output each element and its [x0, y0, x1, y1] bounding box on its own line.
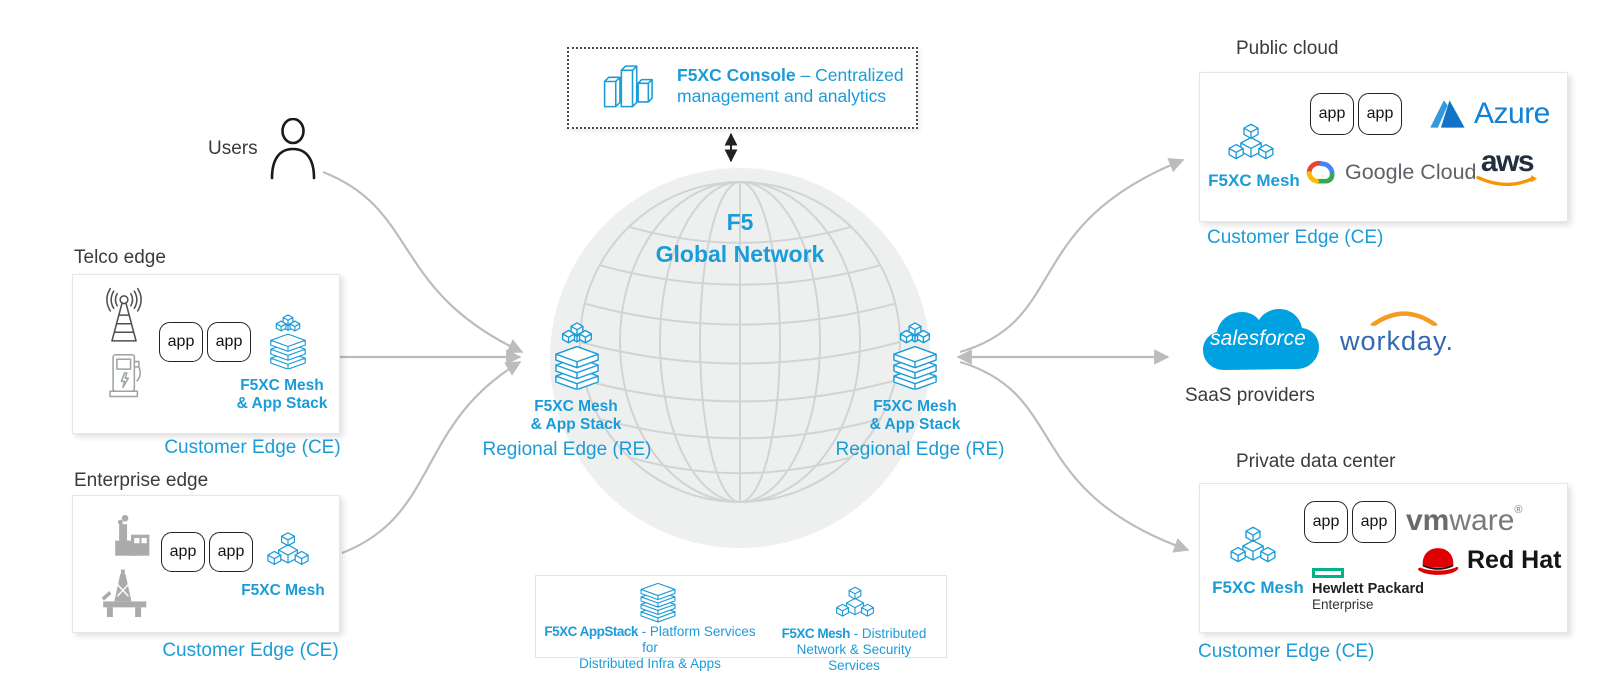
mesh-cubes-icon	[1226, 119, 1276, 167]
customer-edge-label: Customer Edge (CE)	[162, 640, 339, 661]
public-cloud-heading: Public cloud	[1236, 38, 1339, 59]
app-label: app	[1366, 105, 1394, 122]
app-box: app	[209, 532, 253, 572]
legend-box: F5XC AppStack - Platform Services for Di…	[535, 575, 947, 673]
azure-logo: Azure	[1430, 97, 1550, 131]
workday-logo: workday.	[1340, 310, 1472, 357]
re-left-mesh-label: F5XC Mesh & App Stack	[530, 398, 622, 433]
console-title-line1: F5XC Console – Centralized	[677, 65, 904, 85]
redhat-fedora-icon	[1416, 544, 1460, 577]
app-label: app	[1360, 513, 1388, 530]
arrow-users-to-re	[322, 170, 524, 354]
person-icon	[266, 118, 320, 180]
google-cloud-icon	[1302, 157, 1338, 187]
arrow-re-to-public-cloud	[959, 157, 1185, 354]
app-box: app	[1304, 501, 1348, 543]
globe-title: F5 Global Network	[655, 209, 825, 267]
re-right-mesh-label: F5XC Mesh & App Stack	[869, 398, 961, 433]
mesh-cubes-icon	[834, 583, 876, 623]
app-box: app	[161, 532, 205, 572]
mesh-appstack-icon	[550, 316, 604, 394]
private-dc-heading: Private data center	[1236, 451, 1396, 472]
app-box: app	[1310, 93, 1354, 135]
mesh-cubes-icon	[265, 528, 311, 572]
redhat-logo: Red Hat	[1416, 544, 1561, 577]
aws-logo: aws	[1476, 147, 1538, 189]
cell-tower-icon	[97, 286, 151, 346]
mesh-appstack-icon	[888, 316, 942, 394]
ev-charger-icon	[107, 351, 145, 401]
factory-icon	[106, 511, 152, 561]
mesh-appstack-icon	[266, 311, 310, 371]
app-label: app	[217, 543, 245, 560]
public-cloud-box: F5XC Mesh app app Azure Google Cloud aws	[1199, 72, 1568, 222]
customer-edge-label: Customer Edge (CE)	[1198, 641, 1375, 662]
enterprise-edge-heading: Enterprise edge	[74, 470, 209, 491]
bar-chart-3d-icon	[599, 59, 653, 117]
vmware-logo: vmware®	[1406, 504, 1523, 537]
enterprise-edge-box: app app F5XC Mesh	[72, 495, 340, 633]
app-box: app	[1358, 93, 1402, 135]
re-left-label: Regional Edge (RE)	[482, 439, 652, 460]
mesh-cubes-icon	[1228, 522, 1278, 570]
users-label: Users	[208, 138, 258, 159]
re-right-label: Regional Edge (RE)	[835, 439, 1005, 460]
customer-edge-label: Customer Edge (CE)	[1207, 227, 1384, 248]
private-dc-box: F5XC Mesh app app vmware® Hewlett Packar…	[1199, 483, 1568, 633]
public-mesh-label: F5XC Mesh	[1208, 171, 1300, 190]
app-label: app	[1318, 105, 1346, 122]
app-label: app	[215, 333, 243, 350]
hpe-rect-icon	[1312, 568, 1344, 578]
app-box: app	[207, 322, 251, 362]
hpe-logo: Hewlett Packard Enterprise	[1312, 568, 1424, 612]
legend-appstack-text: F5XC AppStack - Platform Services for Di…	[544, 624, 756, 671]
appstack-layers-icon	[636, 582, 680, 624]
azure-icon	[1430, 98, 1466, 130]
app-box: app	[1352, 501, 1396, 543]
oil-rig-icon	[97, 568, 151, 620]
telco-edge-heading: Telco edge	[74, 247, 166, 268]
global-network-globe	[550, 168, 930, 548]
salesforce-wordmark: salesforce	[1210, 327, 1306, 350]
app-box: app	[159, 322, 203, 362]
saas-providers-label: SaaS providers	[1185, 385, 1315, 406]
customer-edge-label: Customer Edge (CE)	[164, 437, 341, 458]
arrow-re-to-private-dc	[959, 360, 1190, 553]
telco-edge-box: app app F5XC Mesh & App Stack	[72, 274, 340, 434]
private-mesh-label: F5XC Mesh	[1212, 578, 1304, 597]
arrow-enterprise-to-re	[341, 361, 522, 555]
google-cloud-logo: Google Cloud	[1302, 157, 1476, 187]
f5xc-console-box: F5XC Console – Centralized management an…	[567, 47, 918, 129]
telco-mesh-label: F5XC Mesh & App Stack	[236, 377, 328, 412]
workday-arc-icon	[1370, 310, 1438, 326]
console-title-line2: management and analytics	[677, 86, 887, 106]
app-label: app	[167, 333, 195, 350]
app-label: app	[169, 543, 197, 560]
app-label: app	[1312, 513, 1340, 530]
enterprise-mesh-label: F5XC Mesh	[241, 582, 325, 599]
salesforce-logo: salesforce	[1198, 301, 1324, 381]
legend-mesh-text: F5XC Mesh - Distributed Network & Securi…	[781, 626, 927, 673]
globe-wireframe	[579, 181, 901, 503]
